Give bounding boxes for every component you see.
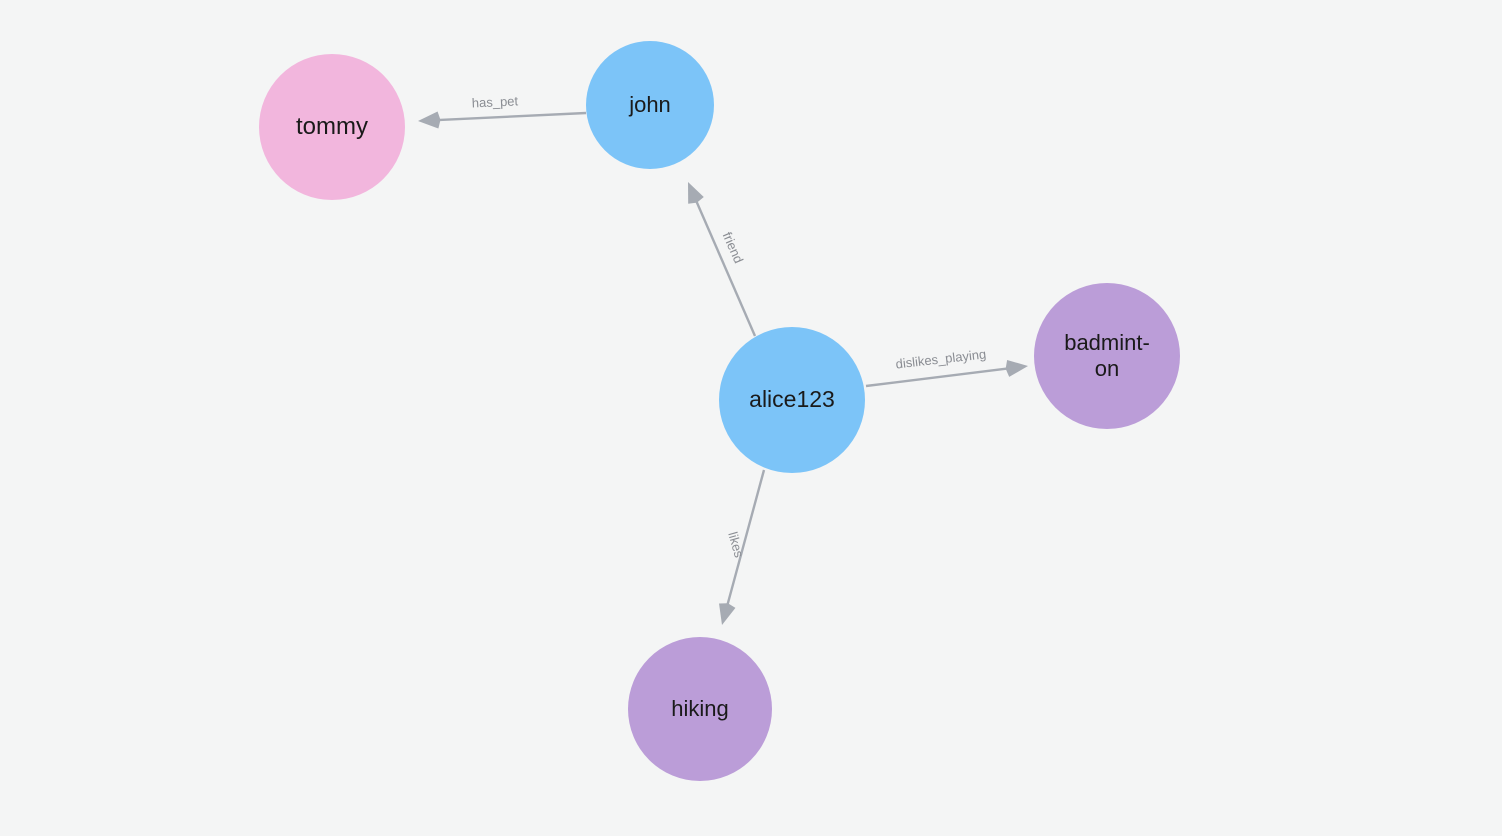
edge-line xyxy=(693,197,757,337)
graph-node-label: badmint- on xyxy=(1064,330,1150,381)
graph-node-alice123[interactable]: alice123 xyxy=(719,327,865,473)
edge-label: has_pet xyxy=(471,93,518,110)
edge-arrowhead-icon xyxy=(1005,360,1028,377)
graph-node-label: tommy xyxy=(296,112,368,140)
graph-edge[interactable]: dislikes_playing xyxy=(865,346,1028,388)
graph-node-label: hiking xyxy=(671,696,729,722)
graph-node-tommy[interactable]: tommy xyxy=(259,54,405,200)
graph-edge[interactable]: has_pet xyxy=(418,93,587,129)
graph-node-hiking[interactable]: hiking xyxy=(628,637,772,781)
graph-node-label: john xyxy=(629,92,671,118)
edge-label: friend xyxy=(720,230,747,266)
edge-arrowhead-icon xyxy=(418,111,441,129)
graph-node-badminton[interactable]: badmint- on xyxy=(1034,283,1180,429)
edge-arrowhead-icon xyxy=(719,603,736,625)
edge-line xyxy=(434,111,587,122)
graph-node-label: alice123 xyxy=(749,386,835,413)
graph-node-john[interactable]: john xyxy=(586,41,714,169)
edge-arrowhead-icon xyxy=(688,182,704,204)
graph-edge[interactable]: likes xyxy=(719,469,766,625)
edge-line xyxy=(865,366,1012,388)
edge-label: likes xyxy=(725,530,747,560)
edge-line xyxy=(725,469,766,609)
graph-edge[interactable]: friend xyxy=(688,182,757,337)
edge-label: dislikes_playing xyxy=(895,346,987,371)
